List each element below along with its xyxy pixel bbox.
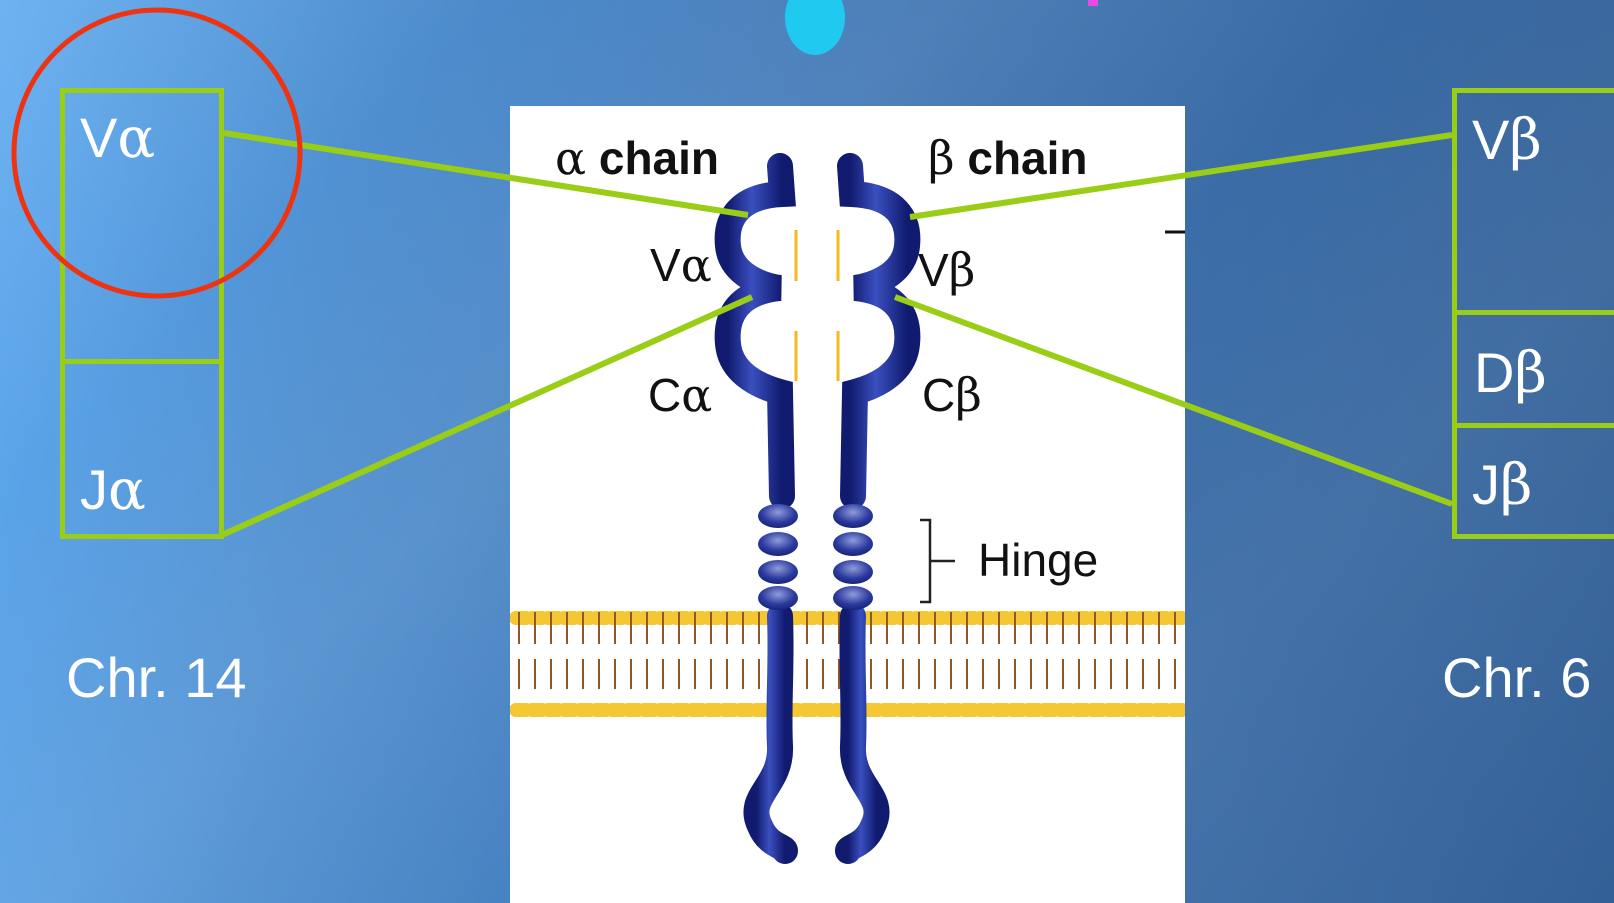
highlight-circle [14,10,300,296]
v-alpha-connector-line [224,133,748,215]
j-alpha-connector-line [222,297,752,535]
v-beta-connector-line [910,135,1452,217]
j-beta-connector-line [895,297,1452,504]
